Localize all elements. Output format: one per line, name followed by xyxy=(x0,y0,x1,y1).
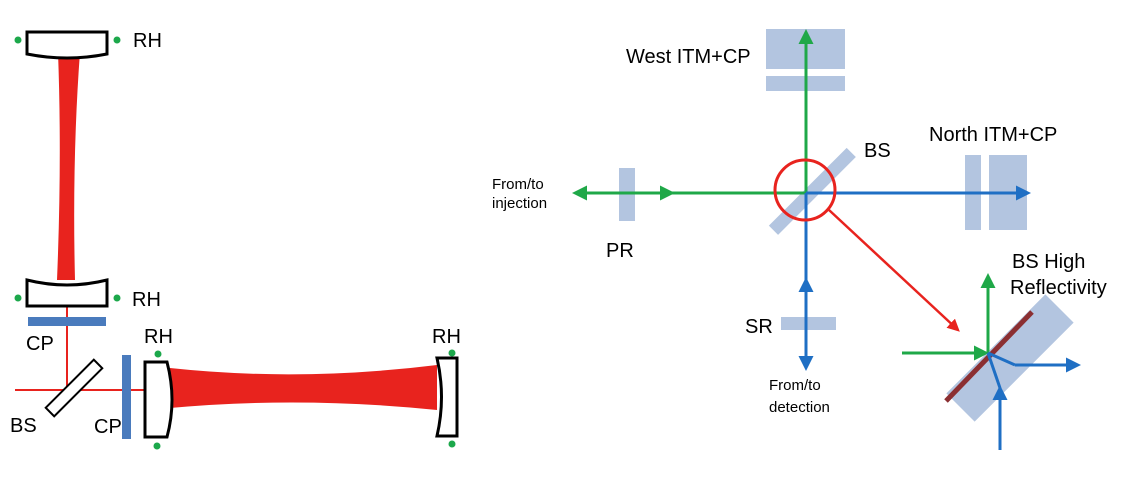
detection-label-1: From/to xyxy=(769,377,821,394)
bs-hr-label-1: BS High xyxy=(1012,251,1085,273)
rh-dot xyxy=(448,440,456,448)
left-cavity-diagram: RH RH CP BS CP RH RH xyxy=(10,30,461,450)
rh-dot xyxy=(113,294,121,302)
cp-north-label: CP xyxy=(94,416,122,438)
bs-optic xyxy=(768,147,856,235)
west-end-mirror xyxy=(25,30,109,60)
cp-west-label: CP xyxy=(26,333,54,355)
sr-label: SR xyxy=(745,316,773,338)
cp-north-plate xyxy=(122,355,131,439)
right-beam-diagram: West ITM+CP North ITM+CP BS PR SR From/t… xyxy=(492,29,1107,450)
rh-label-end: RH xyxy=(432,326,461,348)
bs-hr-label-2: Reflectivity xyxy=(1010,277,1107,299)
north-input-mirror xyxy=(143,360,174,439)
north-itm-label: North ITM+CP xyxy=(929,124,1057,146)
rh-dot xyxy=(113,36,121,44)
rh-dot xyxy=(153,442,161,450)
rh-dot xyxy=(154,350,162,358)
rh-dot xyxy=(14,36,22,44)
west-arm-beam xyxy=(57,52,80,280)
north-end-mirror xyxy=(435,356,459,438)
bs-right-label: BS xyxy=(864,140,891,162)
cp-west-plate xyxy=(28,317,106,326)
bs-left-label: BS xyxy=(10,415,37,437)
west-input-mirror xyxy=(25,278,109,308)
detection-label-2: detection xyxy=(769,399,830,416)
injection-label-2: injection xyxy=(492,195,547,212)
detail-blue-inner-1 xyxy=(986,352,1002,389)
sr-optic xyxy=(781,317,836,330)
rh-label-mid: RH xyxy=(132,289,161,311)
bs-left-optic xyxy=(44,358,104,418)
bs-detail-substrate xyxy=(946,294,1074,422)
detail-blue-inner-2 xyxy=(987,351,1016,367)
west-itm-label: West ITM+CP xyxy=(626,46,751,68)
pr-label: PR xyxy=(606,240,634,262)
rh-label-top: RH xyxy=(133,30,162,52)
bs-highlight-circle xyxy=(773,158,837,222)
zoom-arrow xyxy=(828,209,960,332)
injection-label-1: From/to xyxy=(492,176,544,193)
rh-label-north: RH xyxy=(144,326,173,348)
rh-dot xyxy=(14,294,22,302)
north-arm-beam xyxy=(170,365,437,410)
rh-dot xyxy=(448,349,456,357)
